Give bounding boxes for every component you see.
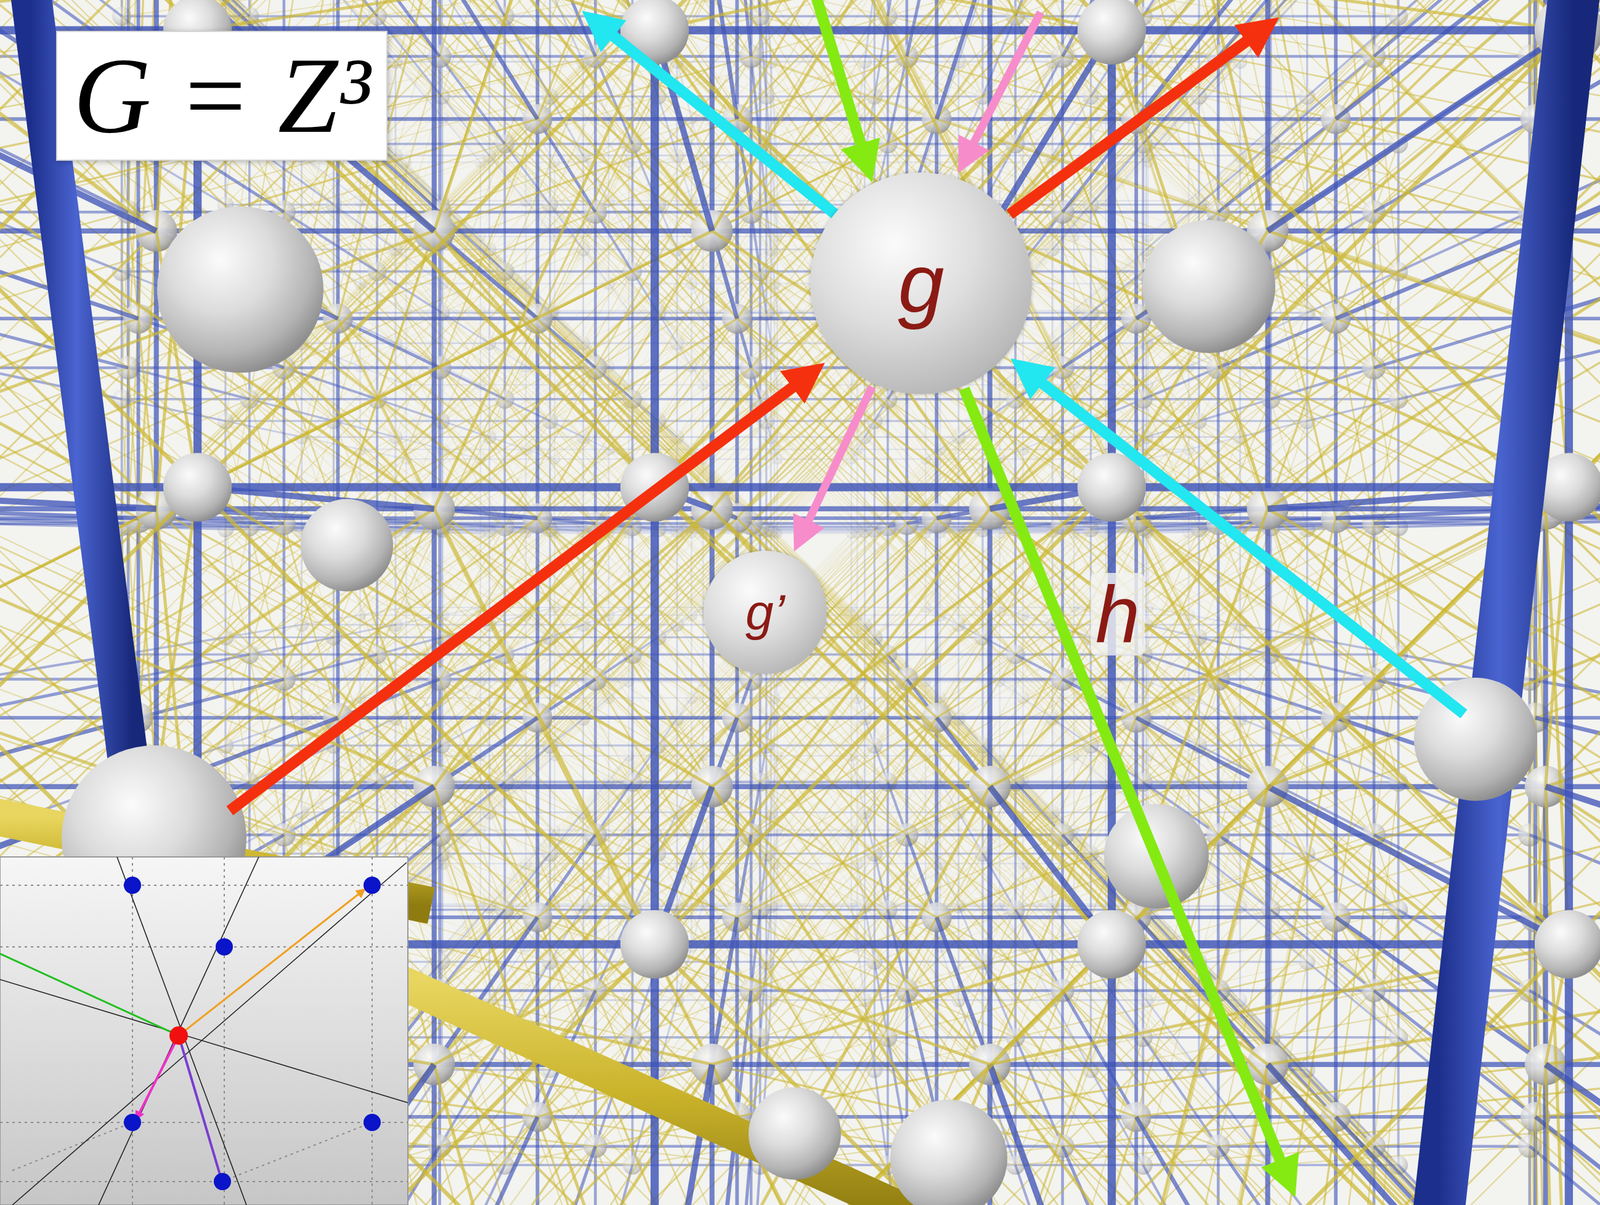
stage: G = Z³gg’h [0, 0, 1600, 1205]
